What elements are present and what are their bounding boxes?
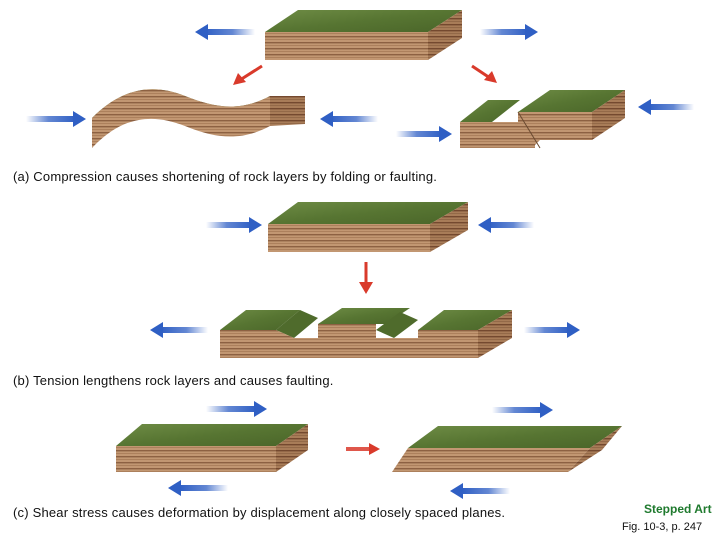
transition-arrow-b-down [359, 262, 373, 294]
figure-reference: Fig. 10-3, p. 247 [622, 521, 703, 533]
force-arrow-b-out-right [524, 322, 580, 338]
force-arrow-fold-in-left [26, 111, 86, 127]
block-c-original [116, 424, 308, 472]
force-arrow-b-out-left [150, 322, 208, 338]
caption-b: (b) Tension lengthens rock layers and ca… [13, 373, 334, 388]
force-arrow-c1-bottom [168, 480, 228, 496]
stepped-art-label: Stepped Art [644, 502, 712, 516]
caption-c: (c) Shear stress causes deformation by d… [13, 505, 506, 520]
force-arrow-b-in-right [478, 217, 534, 233]
transition-arrow-to-fault [471, 64, 497, 83]
force-arrow-c2-top [492, 402, 553, 418]
force-arrow-b-in-left [206, 217, 262, 233]
caption-a: (a) Compression causes shortening of roc… [13, 169, 438, 184]
force-arrow-c1-top [206, 401, 267, 417]
block-a-faulted [460, 90, 625, 149]
block-a-folded [92, 89, 305, 148]
block-a-original [265, 10, 462, 60]
force-arrow-left [195, 24, 255, 40]
transition-arrow-c-right [346, 443, 380, 455]
force-arrow-fold-in-right [320, 111, 378, 127]
force-arrow-fault-in-left [396, 126, 452, 142]
force-arrow-right [480, 24, 538, 40]
transition-arrow-to-fold [233, 64, 263, 85]
force-arrow-fault-in-right [638, 99, 694, 115]
block-c-sheared [392, 426, 622, 472]
block-b-faulted [220, 308, 512, 358]
force-arrow-c2-bottom [450, 483, 510, 499]
block-b-original [268, 202, 468, 252]
